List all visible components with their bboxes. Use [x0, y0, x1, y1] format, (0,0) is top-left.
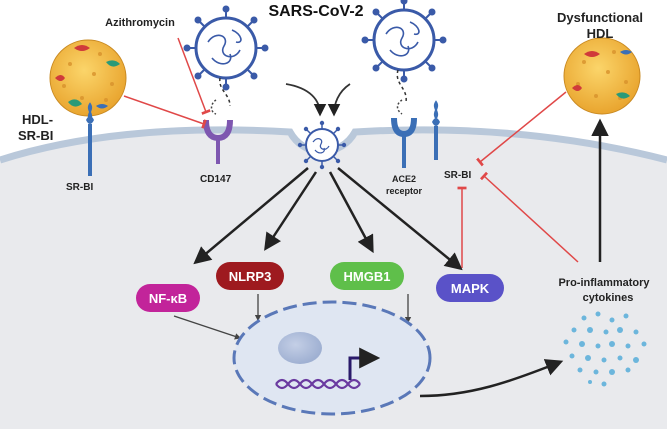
cytokine-inhibition-line: [479, 171, 579, 263]
cytokine-cluster: [563, 311, 647, 387]
pathway-nlrp3-label: NLRP3: [229, 269, 272, 284]
pathway-hmgb1: HMGB1: [330, 262, 404, 290]
virus-entry-arrow-left: [285, 83, 327, 117]
cd147-receptor: [203, 99, 233, 164]
pathway-nlrp3-pill: [216, 262, 284, 290]
hdl-sr-bi-label-line2: SR-BI: [18, 128, 53, 143]
pathway-hmgb1-pill: [330, 262, 404, 290]
nucleolus: [278, 332, 322, 364]
sr-bi-left-label: SR-BI: [66, 182, 93, 193]
nfkb-to-nucleus-arrow: [173, 315, 242, 340]
pathway-nfkb: NF-κB: [136, 284, 200, 312]
sr-bi-receptor-left: [86, 102, 94, 176]
azithromycin-inhibition-line: [177, 37, 211, 115]
pathway-nlrp3: NLRP3: [216, 262, 284, 290]
pathway-hmgb1-label: HMGB1: [344, 269, 391, 284]
pathway-mapk: MAPK: [436, 274, 504, 302]
virus-entry-arrow-right: [327, 83, 351, 117]
pathway-mapk-label: MAPK: [451, 281, 490, 296]
cd147-label: CD147: [200, 174, 232, 185]
transcription-start-arrow: [348, 347, 381, 380]
pro-inflammatory-label-line2: cytokines: [583, 292, 634, 304]
dysfunctional-hdl-label-line1: Dysfunctional: [557, 10, 643, 25]
azithromycin-label: Azithromycin: [105, 17, 175, 29]
pathway-nfkb-pill: [136, 284, 200, 312]
arrow-to-hmgb1: [328, 171, 374, 254]
arrow-to-nfkb: [193, 167, 309, 265]
hdl-particle-dysfunctional: [563, 37, 641, 115]
virus-left: [183, 5, 269, 107]
hdl-to-cd147-inhibition-line: [123, 95, 207, 129]
arrow-to-nlrp3: [264, 171, 318, 251]
dysfunctional-hdl-label-line2: HDL: [587, 26, 614, 41]
arrow-to-mapk: [337, 167, 463, 271]
hdl-particle-left: [49, 39, 127, 117]
virus-entering: [297, 120, 347, 170]
ace2-receptor: [391, 99, 417, 168]
pro-inflammatory-label-line1: Pro-inflammatory: [558, 277, 650, 289]
sr-bi-right-label: SR-BI: [444, 170, 471, 181]
nucleus: [232, 300, 432, 416]
dysfunctional-hdl-inhibition-line: [476, 91, 567, 167]
nucleus-envelope: [232, 300, 432, 416]
ace2-label-line1: ACE2: [392, 174, 416, 184]
sr-bi-receptor-right: [432, 100, 440, 160]
pathway-mapk-pill: [436, 274, 504, 302]
ace2-label-line2: receptor: [386, 186, 423, 196]
nucleus-to-cytokines-arrow: [419, 359, 564, 398]
dna-strand: [275, 378, 361, 390]
virus-right: [361, 0, 447, 103]
pathway-nfkb-label: NF-κB: [149, 291, 187, 306]
virus-title: SARS-CoV-2: [268, 3, 363, 20]
hdl-sr-bi-label-line1: HDL-: [22, 112, 53, 127]
